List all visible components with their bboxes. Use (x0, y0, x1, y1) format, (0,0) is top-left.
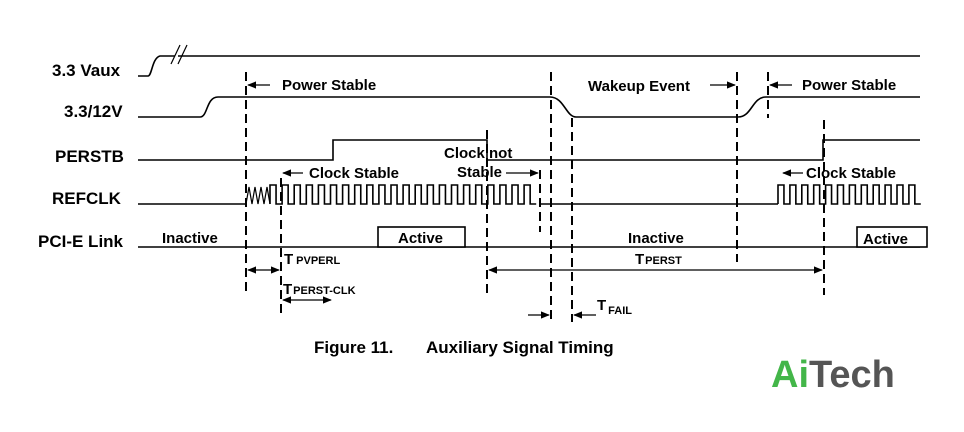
refclk-waveform (138, 184, 921, 205)
signal-label-refclk: REFCLK (52, 189, 122, 208)
refclk-startup-jitter (245, 186, 271, 205)
label-clock-not: Clock not (444, 145, 512, 162)
vaux-waveform (138, 44, 920, 77)
refclk-clock-train-1 (269, 184, 537, 205)
pcie-link-waveform (138, 226, 928, 248)
timing-marker-lines (245, 72, 825, 322)
figure-caption-number: Figure 11. (314, 338, 393, 357)
timing-label-t-perst-clk: TPERST-CLK (283, 281, 356, 298)
link-active-box-2 (856, 226, 928, 248)
label-inactive-1: Inactive (162, 230, 218, 247)
timing-label-t-perst: TPERST (635, 251, 682, 268)
annotation-arrows (247, 81, 823, 319)
label-power-stable-2: Power Stable (802, 77, 896, 94)
signal-label-vaux: 3.3 Vaux (52, 61, 121, 80)
link-active-box-1 (377, 226, 466, 248)
refclk-clock-train-2 (777, 184, 921, 205)
aitech-logo: AiTech (771, 354, 895, 396)
label-power-stable-1: Power Stable (282, 77, 376, 94)
label-clock-stable-1: Clock Stable (309, 165, 399, 182)
label-wakeup-event: Wakeup Event (588, 78, 690, 95)
v12-waveform (138, 96, 920, 118)
figure-caption-title: Auxiliary Signal Timing (426, 338, 614, 357)
label-stable: Stable (457, 164, 502, 181)
label-active-2: Active (863, 231, 908, 248)
label-inactive-2: Inactive (628, 230, 684, 247)
signal-label-perstb: PERSTB (55, 147, 124, 166)
label-clock-stable-2: Clock Stable (806, 165, 896, 182)
signal-label-v12: 3.3/12V (64, 102, 123, 121)
signal-label-pcie-link: PCI-E Link (38, 232, 124, 251)
perstb-waveform (138, 139, 920, 161)
label-active-1: Active (398, 230, 443, 247)
